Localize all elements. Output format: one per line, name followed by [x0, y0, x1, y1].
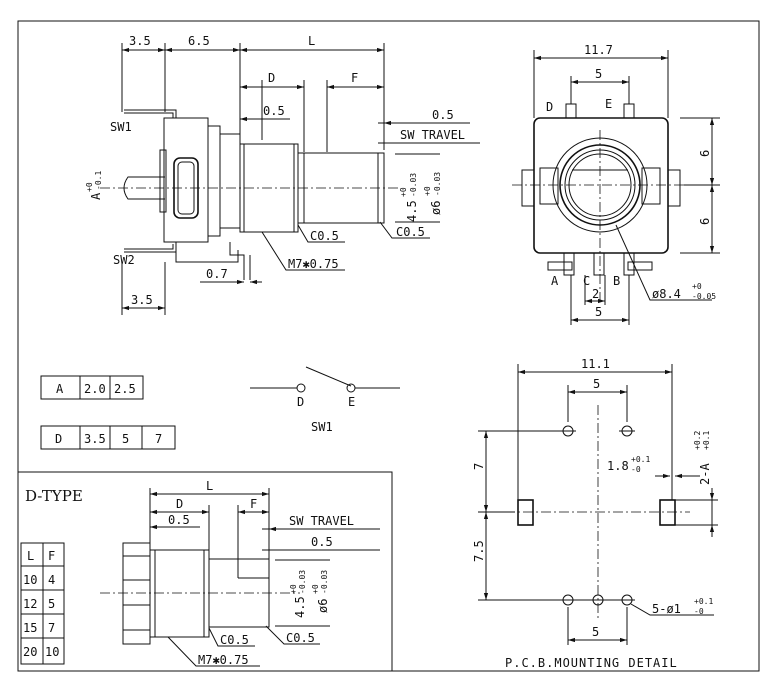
pcb-dim-2A: 2-A: [698, 463, 712, 485]
dtype-section: D-TYPE L F 10 4 12 5 15 7 20 10 L D F 0.…: [18, 471, 393, 671]
pin-D-label: D: [546, 100, 553, 114]
front-view: 11.7 5 D E A C B: [512, 43, 720, 325]
pcb-holes-sub: -0: [694, 607, 704, 616]
table-A-val-2: 2.5: [114, 382, 136, 396]
table-A-label: A: [56, 382, 64, 396]
thread-label: M7✱0.75: [288, 257, 339, 271]
dtype-r1-L: 10: [23, 573, 37, 587]
switch-pin-D: D: [297, 395, 304, 409]
dtype-sw-travel: SW TRAVEL: [289, 514, 354, 528]
dtype-tol-4-5-sub: -0.03: [298, 570, 307, 594]
tol-A-sub: -0.1: [94, 171, 103, 190]
switch-name: SW1: [311, 420, 333, 434]
tol-4-5: 4.5: [405, 200, 419, 222]
dtype-r2-L: 12: [23, 597, 37, 611]
pcb-dim-7: 7: [472, 463, 486, 470]
dtype-dim-F: F: [250, 497, 257, 511]
dtype-chamfer-1: C0.5: [220, 633, 249, 647]
pcb-dim-2A-sub: +0.1: [702, 431, 711, 450]
pcb-dim-5-top: 5: [593, 377, 600, 391]
dtype-r4-L: 20: [23, 645, 37, 659]
tol-A-sup: +0: [85, 182, 94, 192]
sw2-label: SW2: [113, 253, 135, 267]
dtype-title: D-TYPE: [25, 487, 83, 505]
pcb-holes: 5-ø1: [652, 602, 681, 616]
dim-D: D: [268, 71, 275, 85]
pcb-dim-1-8: 1.8: [607, 459, 629, 473]
dtype-th-L: L: [27, 549, 34, 563]
dtype-th-F: F: [48, 549, 55, 563]
pcb-holes-sup: +0.1: [694, 597, 713, 606]
dtype-tol-6-sup: +0: [311, 584, 320, 594]
dtype-dim-0-5-left: 0.5: [168, 513, 190, 527]
sw1-label: SW1: [110, 120, 132, 134]
table-D-label: D: [55, 432, 62, 446]
pin-B-label: B: [613, 274, 620, 288]
dtype-tol-6-sub: -0.03: [320, 570, 329, 594]
table-D-val-1: 3.5: [84, 432, 106, 446]
dtype-r3-L: 15: [23, 621, 37, 635]
dtype-r1-F: 4: [48, 573, 55, 587]
pcb-dim-5-bottom: 5: [592, 625, 599, 639]
dia-label: ø8.4: [652, 287, 681, 301]
pcb-dim-11-1: 11.1: [581, 357, 610, 371]
tol-4-5-sub: -0.03: [409, 173, 418, 197]
tol-6: ø6: [429, 201, 443, 215]
dtype-chamfer-2: C0.5: [286, 631, 315, 645]
dia-sub: -0.05: [692, 292, 716, 301]
dim-5-bottom: 5: [595, 305, 602, 319]
dim-6-bottom: 6: [698, 218, 712, 225]
dim-L: L: [308, 34, 315, 48]
table-D: D 3.5 5 7: [40, 425, 176, 450]
dim-0-7: 0.7: [206, 267, 228, 281]
sw-travel-label: SW TRAVEL: [400, 128, 465, 142]
tol-4-5-sup: +0: [399, 187, 408, 197]
switch-symbol: D E SW1: [250, 366, 400, 434]
pin-C-label: C: [583, 274, 590, 288]
chamfer-1: C0.5: [310, 229, 339, 243]
table-D-val-2: 5: [122, 432, 129, 446]
dtype-tol-4-5: 4.5: [293, 596, 307, 618]
dtype-r4-F: 10: [45, 645, 59, 659]
dtype-dim-D: D: [176, 497, 183, 511]
table-A: A 2.0 2.5: [40, 375, 144, 400]
dtype-dim-L: L: [206, 479, 213, 493]
pcb-caption: P.C.B.MOUNTING DETAIL: [505, 656, 678, 670]
dim-2: 2: [592, 287, 599, 301]
dim-6-5: 6.5: [188, 34, 210, 48]
tol-6-sub: -0.03: [433, 172, 442, 196]
dim-3-5: 3.5: [129, 34, 151, 48]
dtype-r3-F: 7: [48, 621, 55, 635]
chamfer-2: C0.5: [396, 225, 425, 239]
dim-0-5-left: 0.5: [263, 104, 285, 118]
dtype-dim-0-5-right: 0.5: [311, 535, 333, 549]
pcb-detail: 11.1 5 7 7.5 1.8 +0.1 -0: [472, 357, 718, 670]
pin-A-label: A: [551, 274, 559, 288]
pin-E-label: E: [605, 97, 612, 111]
tol-A: A: [89, 192, 103, 200]
table-D-val-3: 7: [155, 432, 162, 446]
dim-F: F: [351, 71, 358, 85]
dim-3-5-bottom: 3.5: [131, 293, 153, 307]
dim-5-top: 5: [595, 67, 602, 81]
dia-sup: +0: [692, 282, 702, 291]
pcb-dim-2A-sup: +0.2: [693, 431, 702, 450]
switch-pin-E: E: [348, 395, 355, 409]
side-view: 3.5 6.5 L D F 0.5 0.5 SW TRAVEL SW1 SW2: [85, 34, 480, 315]
sheet-border: [17, 20, 760, 672]
dtype-r2-F: 5: [48, 597, 55, 611]
dim-11-7: 11.7: [584, 43, 613, 57]
pcb-dim-1-8-sup: +0.1: [631, 455, 650, 464]
pcb-dim-1-8-sub: -0: [631, 465, 641, 474]
dim-6-top: 6: [698, 150, 712, 157]
dim-0-5-right: 0.5: [432, 108, 454, 122]
pcb-dim-7-5: 7.5: [472, 540, 486, 562]
table-A-val-1: 2.0: [84, 382, 106, 396]
dtype-thread: M7✱0.75: [198, 653, 249, 667]
dtype-tol-6: ø6: [316, 599, 330, 613]
tol-6-sup: +0: [423, 186, 432, 196]
dtype-tol-4-5-sup: +0: [289, 584, 298, 594]
